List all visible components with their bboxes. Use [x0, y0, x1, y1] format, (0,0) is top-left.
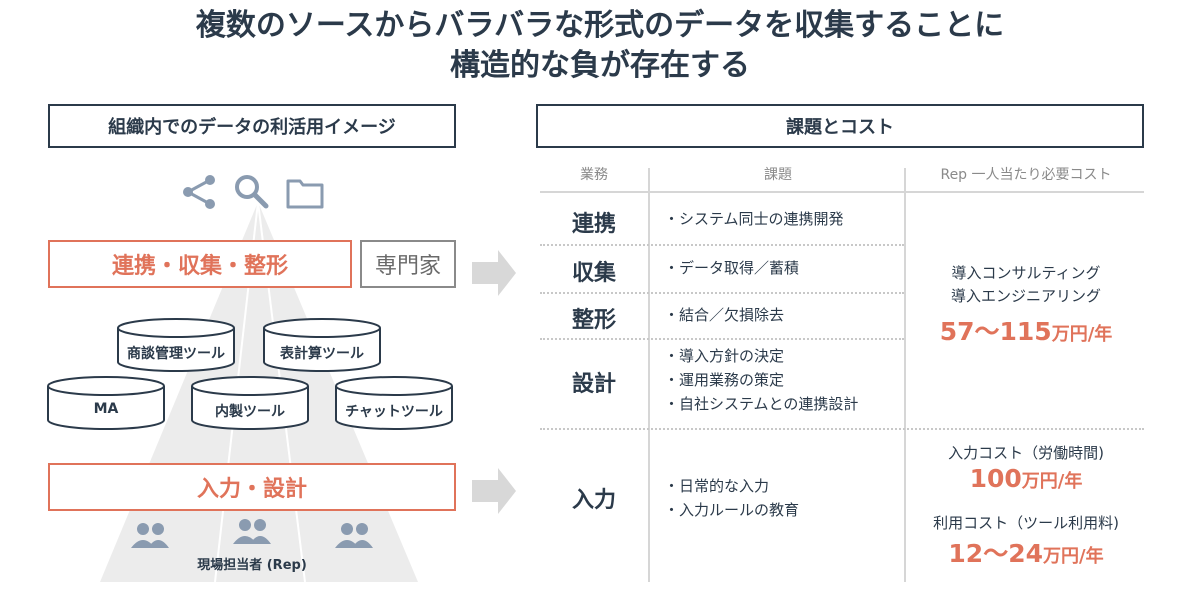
- cylinder-in-house-tool: 内製ツール: [190, 376, 310, 430]
- issue-item: ・日常的な入力: [664, 477, 770, 495]
- title-line-1: 複数のソースからバラバラな形式のデータを収集することに: [195, 8, 1005, 43]
- cylinder-label: 商談管理ツール: [127, 346, 225, 362]
- row-divider: [540, 244, 904, 246]
- people-label: 現場担当者 (Rep): [197, 558, 307, 573]
- issue-item: ・自社システムとの連携設計: [664, 395, 859, 413]
- cost-input-value: 100万円/年: [908, 464, 1144, 493]
- cylinder-chat-tool: チャットツール: [334, 376, 454, 430]
- cylinder-sales-tool: 商談管理ツール: [116, 318, 236, 372]
- arrow-right-icon: [472, 468, 516, 514]
- input-design-box: 入力・設計: [48, 463, 456, 511]
- title-line-2: 構造的な負が存在する: [450, 48, 750, 83]
- cost-top-unit: 万円/年: [1051, 324, 1113, 345]
- header-rule: [540, 191, 1144, 193]
- left-header-label: 組織内でのデータの利活用イメージ: [108, 117, 396, 138]
- expert-box-label: 専門家: [374, 254, 441, 279]
- cost-top-label-2: 導入エンジニアリング: [950, 287, 1101, 305]
- cost-input-unit: 万円/年: [1021, 471, 1083, 492]
- cost-usage-unit: 万円/年: [1043, 546, 1104, 567]
- people-icon: [233, 519, 271, 544]
- column-divider: [648, 168, 650, 582]
- left-header: 組織内でのデータの利活用イメージ: [48, 104, 456, 148]
- folder-icon: [286, 179, 324, 209]
- cost-usage-value: 12〜24万円/年: [908, 534, 1144, 570]
- collect-box-label: 連携・収集・整形: [111, 254, 288, 279]
- people-icon: [131, 523, 169, 548]
- cylinder-label: チャットツール: [345, 404, 443, 420]
- cylinder-label: 表計算ツール: [280, 346, 364, 362]
- issue-item: ・システム同士の連携開発: [664, 210, 844, 228]
- column-header-cost: Rep 一人当たり必要コスト: [940, 167, 1112, 183]
- cylinder-ma: MA: [46, 376, 166, 430]
- issue-item: ・結合／欠損除去: [664, 306, 785, 324]
- issue-item: ・運用業務の策定: [664, 371, 785, 389]
- issue-item: ・データ取得／蓄積: [664, 259, 800, 277]
- cylinder-label: 内製ツール: [215, 404, 285, 420]
- expert-box: 専門家: [360, 240, 456, 288]
- row-divider: [540, 292, 904, 294]
- column-divider: [904, 168, 906, 582]
- task-collection: 収集: [571, 261, 616, 286]
- column-header-issue: 課題: [764, 167, 792, 183]
- people-icon: [335, 523, 373, 548]
- cylinder-label: MA: [93, 401, 119, 417]
- row-divider: [540, 338, 904, 340]
- search-icon: [235, 175, 269, 209]
- cost-input-label: 入力コスト（労働時間): [948, 444, 1104, 462]
- issue-item: ・入力ルールの教育: [664, 501, 800, 519]
- page-title: 複数のソースからバラバラな形式のデータを収集することに 構造的な負が存在する: [0, 6, 1200, 86]
- task-formatting: 整形: [571, 308, 616, 333]
- cost-top-label-1: 導入コンサルティング: [951, 264, 1101, 282]
- cost-usage-number: 12〜24: [948, 539, 1043, 568]
- right-header: 課題とコスト: [536, 104, 1144, 148]
- right-header-label: 課題とコスト: [786, 117, 894, 138]
- cost-top-value: 57〜115万円/年: [908, 312, 1144, 348]
- collect-box: 連携・収集・整形: [48, 240, 352, 288]
- task-integration: 連携: [571, 212, 616, 237]
- task-design: 設計: [571, 372, 616, 397]
- arrow-right-icon: [472, 250, 516, 296]
- cylinder-spreadsheet: 表計算ツール: [262, 318, 382, 372]
- column-header-task: 業務: [580, 167, 608, 183]
- issue-item: ・導入方針の決定: [664, 347, 785, 365]
- cost-usage-label: 利用コスト（ツール利用料): [933, 514, 1119, 532]
- cost-top-number: 57〜115: [939, 317, 1052, 346]
- input-design-box-label: 入力・設計: [196, 477, 307, 502]
- cost-input-number: 100: [969, 464, 1022, 493]
- section-divider: [540, 428, 1144, 430]
- share-icon: [183, 175, 215, 209]
- task-input: 入力: [571, 488, 616, 513]
